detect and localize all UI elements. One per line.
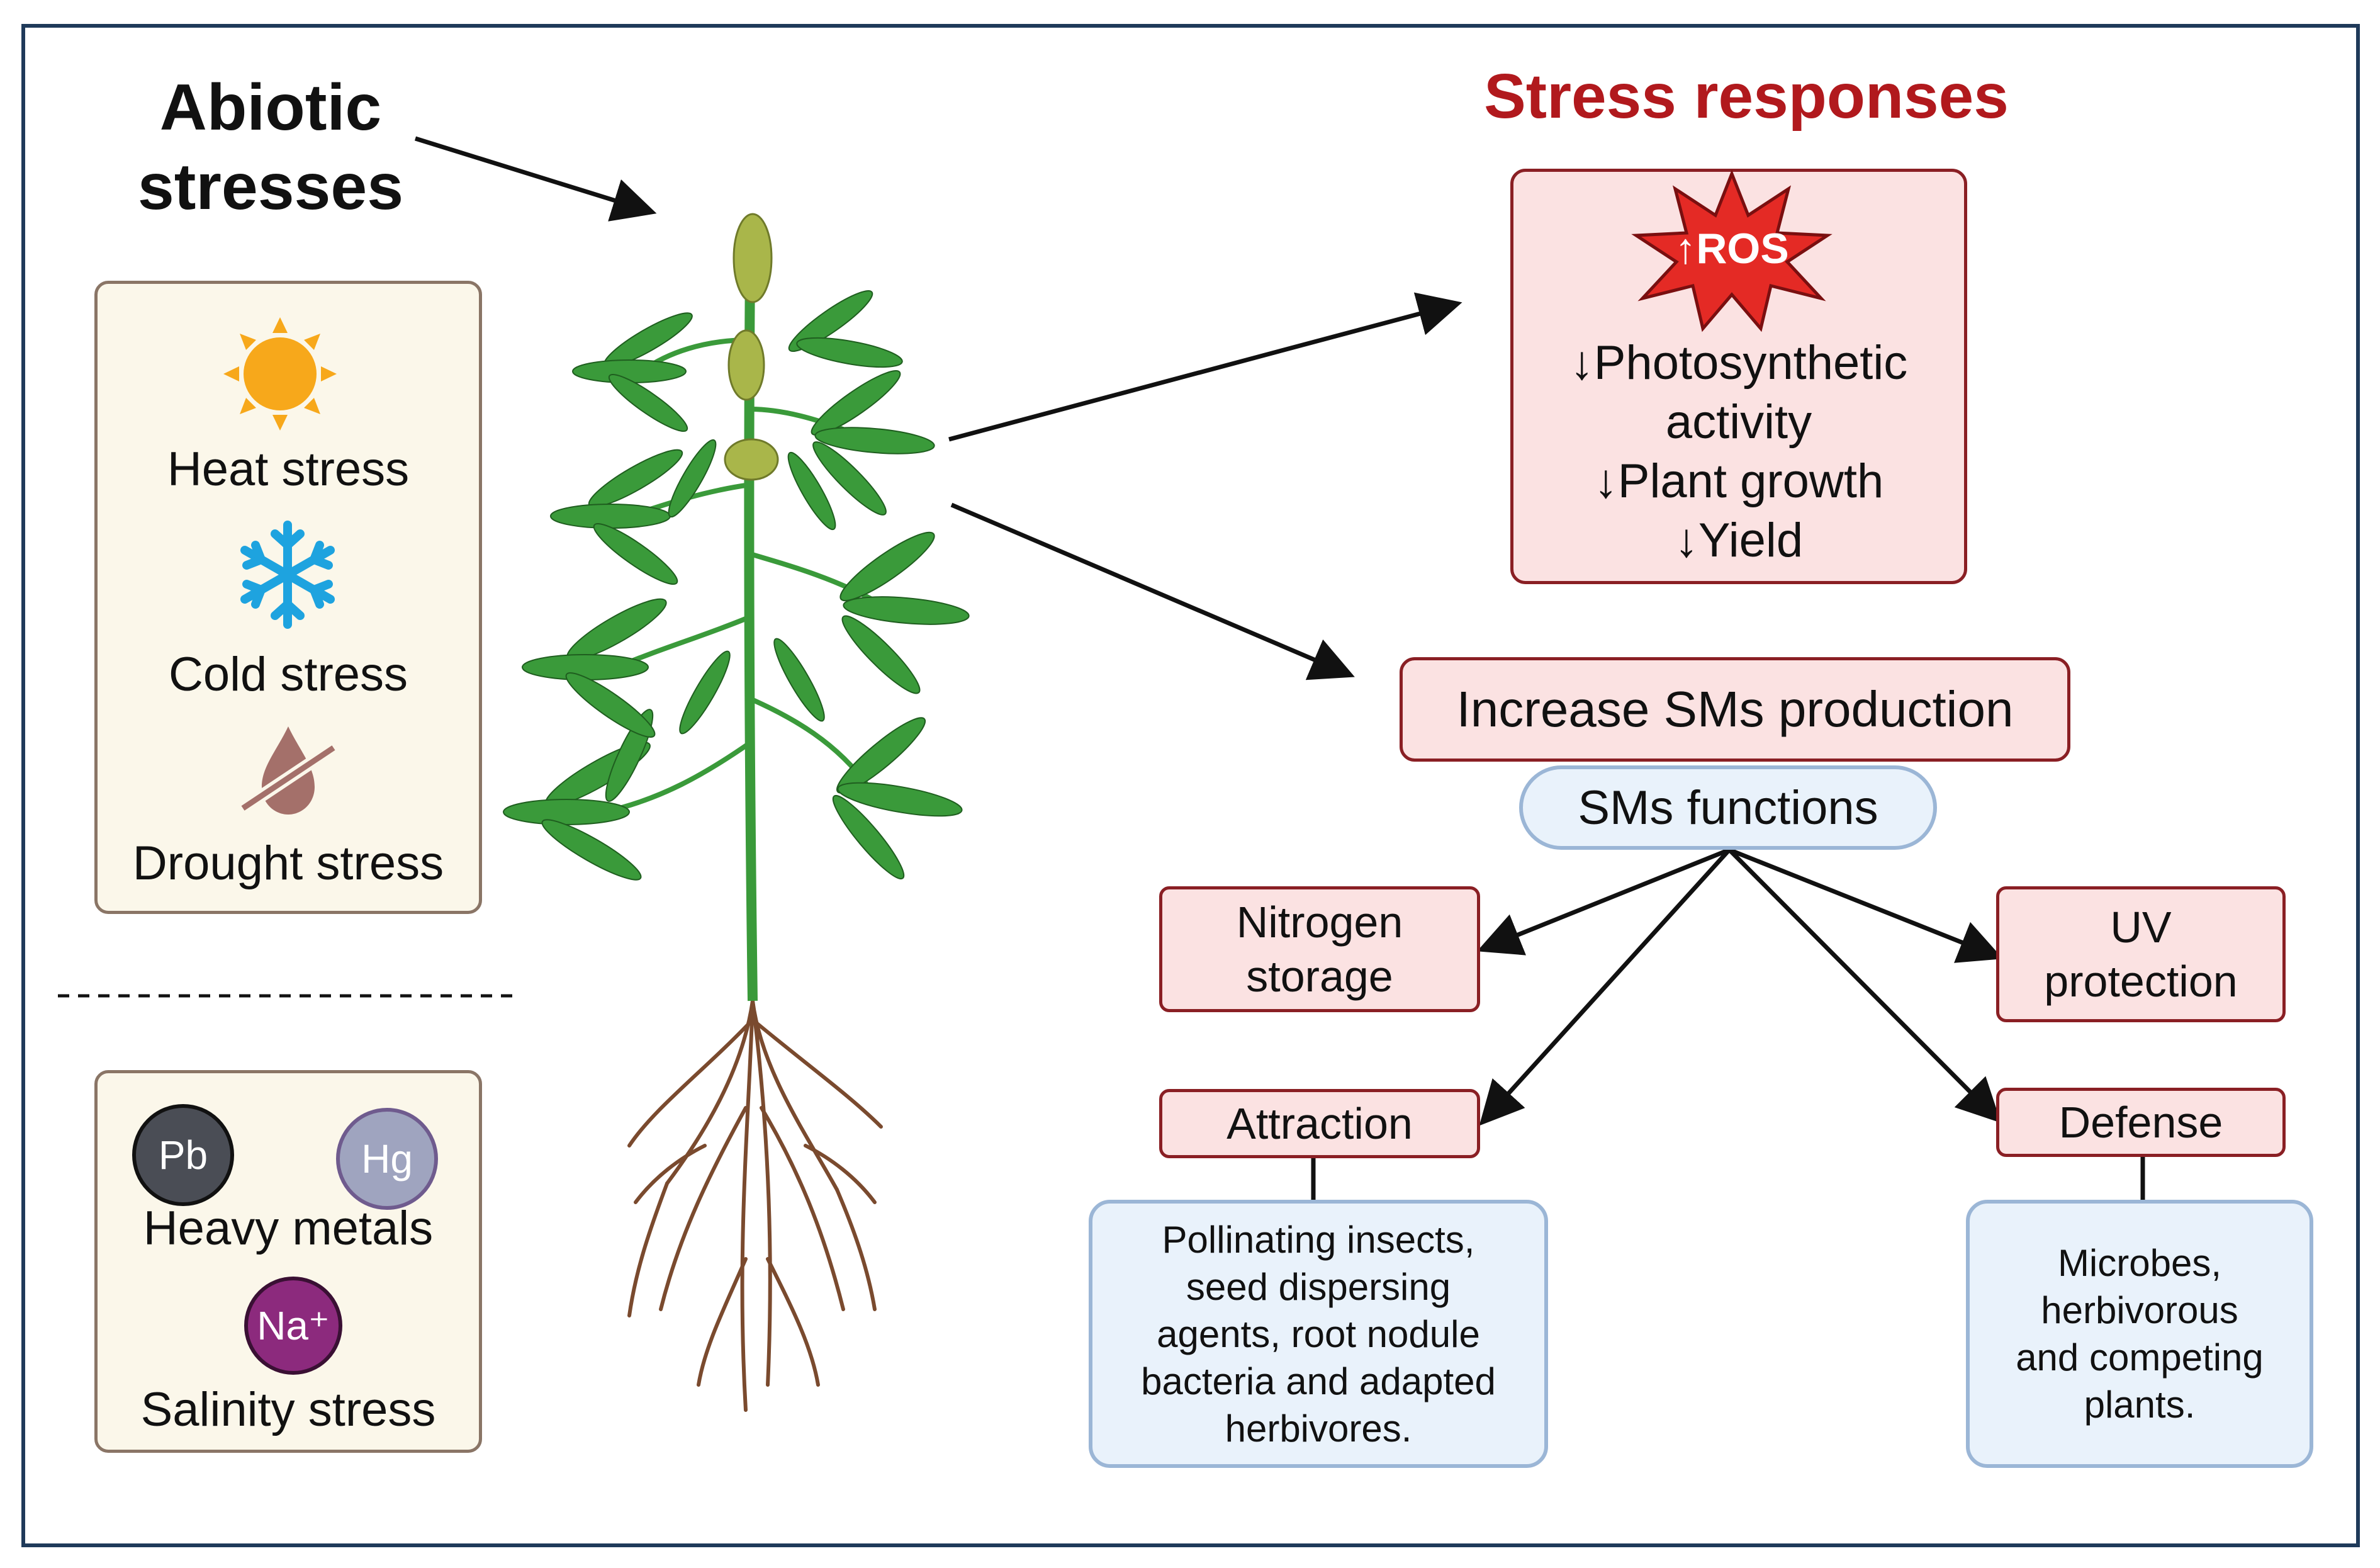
- arrow-to-attraction: [1479, 848, 1731, 1126]
- stress-responses-box: [1510, 169, 1967, 584]
- ros-burst-icon: [1631, 170, 1833, 332]
- attraction-detail-line: seed dispersing: [1186, 1265, 1451, 1308]
- effect-plant-growth: ↓Plant growth: [1593, 454, 1884, 508]
- arrow-to-defense: [1727, 848, 2001, 1123]
- defense-detail-line: and competing: [2016, 1336, 2264, 1379]
- defense-detail-line: herbivorous: [2041, 1289, 2238, 1331]
- abiotic-title-line1: Abiotic: [159, 71, 382, 144]
- abiotic-stresses-title: Abiotic stresses: [113, 68, 428, 227]
- abiotic-title-line2: stresses: [137, 150, 404, 223]
- salinity-stress-label: Salinity stress: [140, 1383, 436, 1436]
- lead-symbol: Pb: [158, 1132, 208, 1178]
- lead-icon: Pb: [132, 1104, 234, 1206]
- plant-illustration: [503, 213, 970, 1412]
- arrow-to-uv: [1728, 847, 2004, 963]
- drought-stress-label: Drought stress: [132, 837, 444, 890]
- sms-functions-label: SMs functions: [1578, 781, 1878, 835]
- uv-protection-box: UV protection: [1996, 886, 2286, 1022]
- sun-icon: [223, 317, 337, 431]
- sms-functions-box: SMs functions: [1519, 765, 1937, 850]
- stress-responses-title: Stress responses: [1484, 61, 2009, 132]
- effect-activity: activity: [1665, 395, 1812, 449]
- arrow-abiotic-to-plant: [414, 136, 657, 222]
- stress-effects-text: ↓Photosynthetic activity ↓Plant growth ↓…: [1510, 334, 1967, 570]
- nitrogen-line1: Nitrogen: [1236, 898, 1403, 947]
- effect-photosynthetic: ↓Photosynthetic: [1569, 336, 1908, 390]
- arrow-plant-to-responses: [948, 292, 1462, 442]
- attraction-detail-box: Pollinating insects, seed dispersing age…: [1089, 1200, 1548, 1468]
- attraction-detail-line: Pollinating insects,: [1162, 1218, 1475, 1261]
- nitrogen-storage-box: Nitrogen storage: [1159, 886, 1480, 1012]
- attraction-box: Attraction: [1159, 1089, 1480, 1158]
- arrow-plant-to-sms: [950, 502, 1355, 680]
- heavy-metals-label: Heavy metals: [143, 1202, 434, 1255]
- attraction-detail-line: bacteria and adapted: [1141, 1360, 1496, 1402]
- defense-detail-line: Microbes,: [2057, 1242, 2222, 1284]
- uv-line2: protection: [2044, 957, 2238, 1006]
- defense-detail-box: Microbes, herbivorous and competing plan…: [1966, 1200, 2313, 1468]
- cold-stress-label: Cold stress: [168, 648, 408, 701]
- uv-line1: UV: [2110, 903, 2172, 952]
- defense-label: Defense: [2058, 1098, 2223, 1147]
- attraction-detail-line: agents, root nodule: [1157, 1312, 1480, 1355]
- attraction-label: Attraction: [1226, 1099, 1413, 1148]
- flower-buds: [724, 213, 779, 481]
- ros-label: ↑ROS: [1675, 225, 1789, 273]
- heat-stress-label: Heat stress: [167, 443, 410, 496]
- defense-detail-line: plants.: [2084, 1384, 2196, 1426]
- outer-frame: [21, 24, 2360, 1547]
- increase-sms-label: Increase SMs production: [1456, 681, 2014, 737]
- snowflake-icon: [240, 521, 335, 629]
- arrow-to-nitrogen: [1477, 847, 1731, 956]
- roots: [627, 999, 883, 1412]
- leaves: [503, 290, 970, 881]
- sodium-icon: Na⁺: [244, 1277, 342, 1375]
- nitrogen-line2: storage: [1246, 952, 1393, 1001]
- attraction-detail-line: herbivores.: [1225, 1407, 1412, 1450]
- mercury-symbol: Hg: [361, 1136, 413, 1182]
- increase-sms-box: Increase SMs production: [1400, 657, 2070, 762]
- sodium-symbol: Na⁺: [257, 1302, 330, 1348]
- effect-yield: ↓Yield: [1674, 514, 1804, 567]
- defense-box: Defense: [1996, 1088, 2286, 1157]
- mercury-icon: Hg: [336, 1108, 438, 1210]
- no-water-drop-icon: [239, 726, 337, 815]
